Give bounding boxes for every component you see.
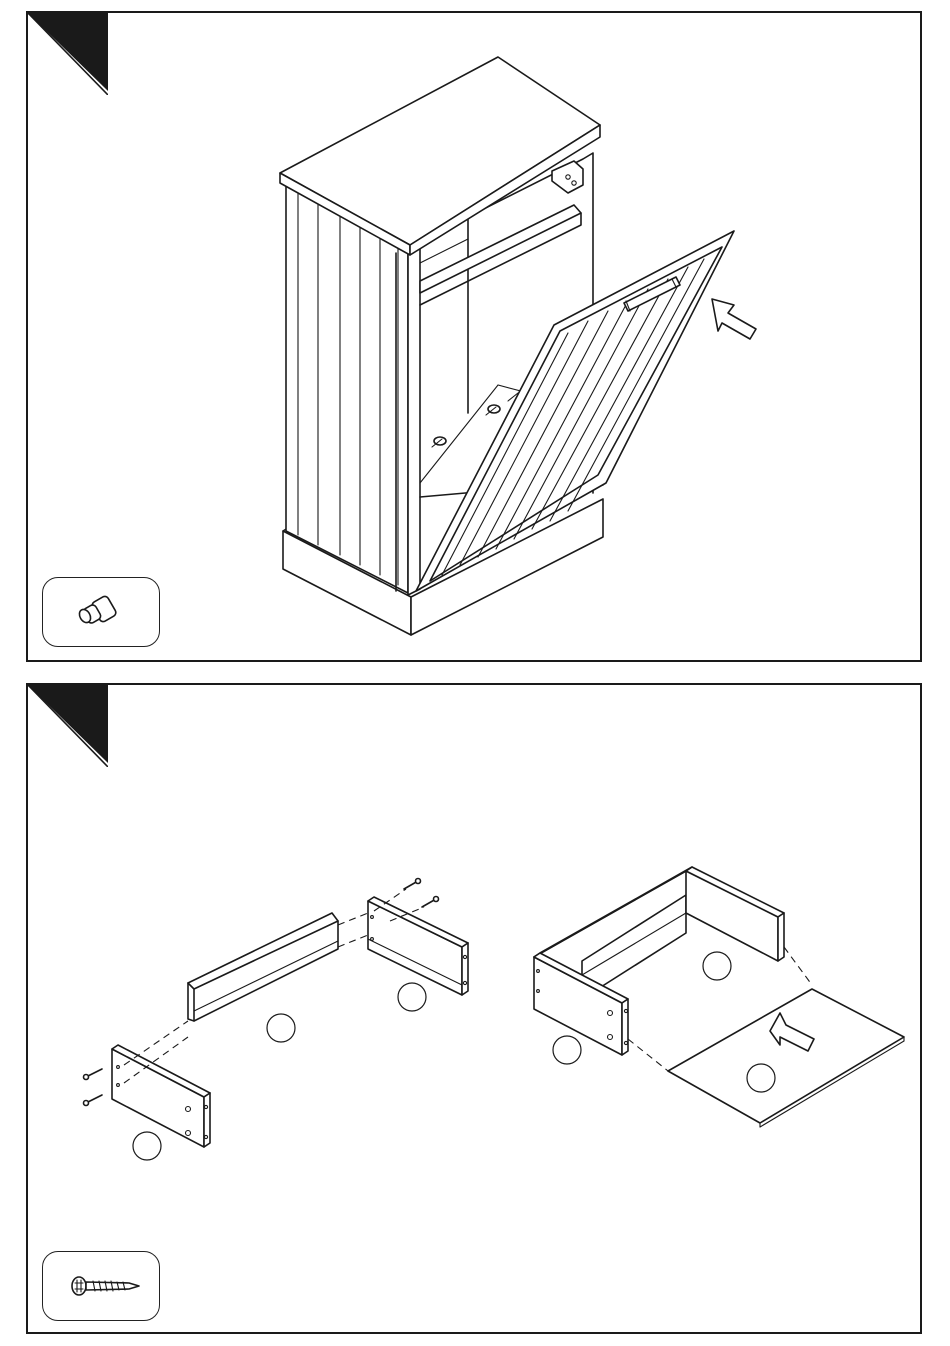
drawer-side-panel-right — [368, 901, 462, 995]
corner-step-tab — [28, 13, 108, 95]
corner-step-tab — [28, 685, 108, 767]
drawer-assembly-diagram — [28, 685, 922, 1334]
insert-arrow-icon — [712, 299, 756, 339]
hinge-bracket — [552, 161, 583, 193]
drawer-bottom-board — [668, 989, 904, 1123]
part-label-bottom — [747, 1064, 775, 1092]
drawer-back-panel — [188, 913, 338, 1021]
screw-icon — [72, 1277, 139, 1295]
step-panel-bottom — [26, 683, 922, 1334]
hardware-box-screw — [42, 1251, 160, 1321]
step-panel-top — [26, 11, 922, 662]
shelf-pin-icon — [77, 595, 117, 625]
part-label-side-right — [398, 983, 426, 1011]
part-label-front — [133, 1132, 161, 1160]
cabinet-tilt-door-diagram — [28, 13, 922, 662]
hardware-box-shelf-pin — [42, 577, 160, 647]
part-label-back-assembled — [703, 952, 731, 980]
part-label-front-assembled — [553, 1036, 581, 1064]
drawer-back-assembled — [686, 871, 778, 961]
part-label-back — [267, 1014, 295, 1042]
